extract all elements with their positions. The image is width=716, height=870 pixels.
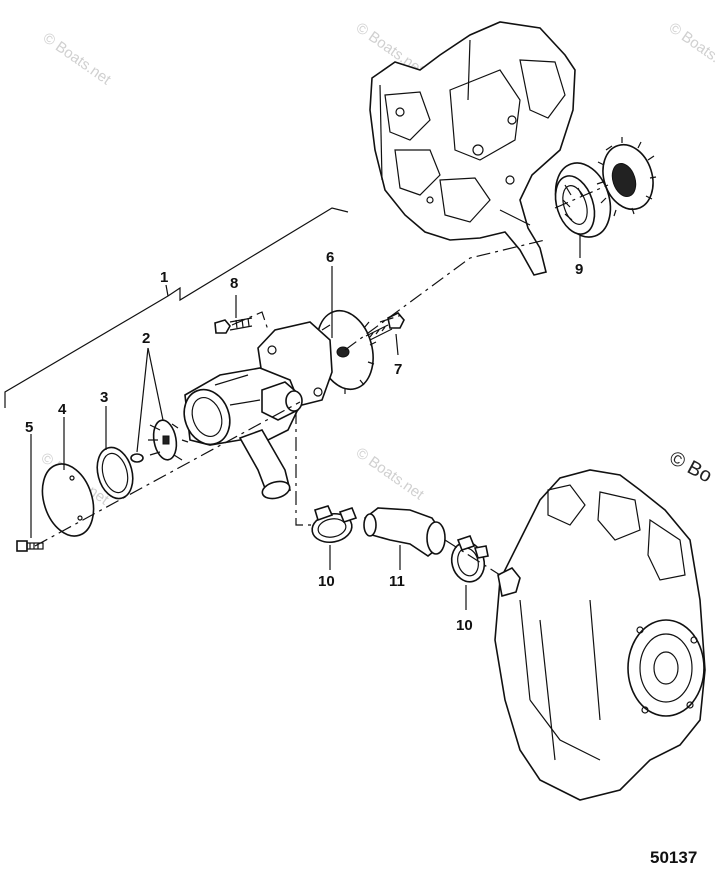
leader-line — [395, 333, 399, 356]
part-8-bolt — [214, 317, 253, 334]
part-3-gasket — [96, 446, 134, 500]
leader-line — [165, 284, 169, 297]
alignment-line — [344, 239, 546, 351]
part-2-key — [130, 453, 144, 463]
engine-block — [369, 21, 576, 276]
watermark: © Boats.net — [353, 444, 428, 503]
alignment-line — [379, 314, 403, 323]
alignment-line — [295, 410, 312, 526]
callout-10-left: 10 — [318, 573, 335, 590]
part-11-hose — [363, 507, 446, 557]
pump-housing-elbow — [183, 367, 303, 500]
callout-7: 7 — [394, 361, 402, 378]
part-10-clamp-left — [311, 505, 358, 544]
leader-line — [136, 347, 149, 453]
part-7-bolt — [365, 312, 405, 341]
callout-2: 2 — [142, 330, 150, 347]
part-9-bearing — [554, 162, 612, 238]
callout-1: 1 — [160, 269, 168, 286]
callout-3: 3 — [100, 389, 108, 406]
part-2-impeller — [148, 419, 189, 461]
watermark: © Boats.net — [40, 29, 115, 88]
callout-8: 8 — [230, 275, 238, 292]
callout-9: 9 — [575, 261, 583, 278]
callout-5: 5 — [25, 419, 33, 436]
alignment-line — [231, 311, 269, 331]
lower-housing — [494, 469, 706, 801]
watermark: © Boats.net — [666, 19, 716, 78]
callout-4: 4 — [58, 401, 67, 418]
watermark: © Bo — [666, 447, 716, 487]
leader-line — [147, 347, 164, 421]
part-10-clamp-right — [450, 535, 489, 583]
alignment-line — [34, 401, 301, 547]
part-4-cover-plate — [41, 463, 95, 537]
callout-11: 11 — [389, 573, 405, 590]
alignment-line — [444, 539, 501, 576]
callout-10-right: 10 — [456, 617, 473, 634]
part-5-screw — [16, 540, 44, 552]
callout-6: 6 — [326, 249, 334, 266]
document-number: 50137 — [650, 848, 697, 867]
alignment-line — [554, 184, 609, 209]
part-9-gear — [596, 137, 657, 217]
assembly-bracket — [4, 207, 349, 408]
